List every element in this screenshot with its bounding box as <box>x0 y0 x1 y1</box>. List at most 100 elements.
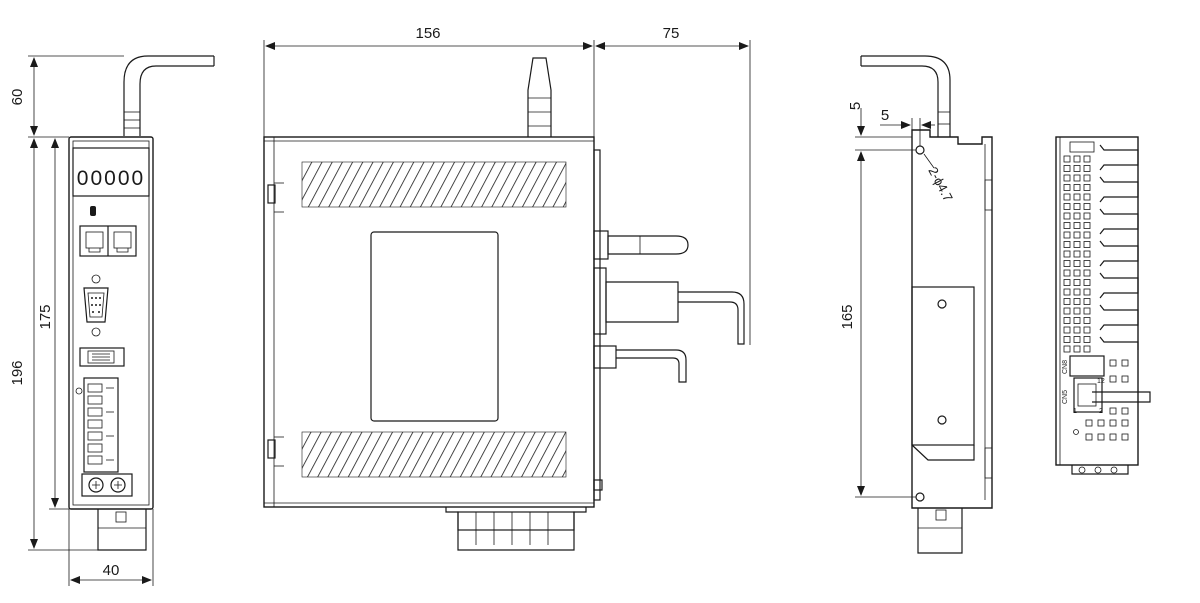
vent-slot <box>1073 250 1081 258</box>
side-label-window <box>370 231 499 422</box>
label-cn8: CN8 <box>1062 360 1069 374</box>
vent-slot <box>1121 419 1129 427</box>
side-vent-top <box>301 161 567 208</box>
vent-slot <box>1109 433 1117 441</box>
rear-vent-grid <box>1063 155 1129 441</box>
vent-slot <box>1063 155 1071 163</box>
dim-label-5-horizontal: 5 <box>881 107 889 124</box>
vent-slot <box>1063 241 1071 248</box>
heat-sink-fins <box>1099 144 1139 350</box>
vent-slot <box>1073 279 1081 286</box>
vent-slot <box>1063 231 1071 239</box>
ground-screws <box>81 473 133 497</box>
vent-slot <box>1063 288 1071 296</box>
vent-slot <box>1073 326 1081 334</box>
vent-slot <box>1063 212 1071 220</box>
vent-slot <box>1121 375 1129 383</box>
front-cable <box>123 55 214 136</box>
vent-slot <box>1073 288 1081 296</box>
vent-slot <box>1063 307 1071 315</box>
back-view: 165 5 5 2-ϕ4.7 <box>839 55 993 554</box>
vent-slot <box>1063 184 1071 191</box>
vent-slot <box>1073 222 1081 229</box>
dim-label-175: 175 <box>37 304 54 329</box>
vent-slot <box>1083 212 1091 220</box>
dim-label-156: 156 <box>415 25 440 42</box>
vent-slot <box>1073 174 1081 182</box>
dim-label-196: 196 <box>9 360 26 385</box>
rear-housing <box>1055 136 1139 466</box>
vent-slot <box>1085 419 1093 427</box>
indicator-led <box>90 206 96 216</box>
vent-slot <box>1063 165 1071 172</box>
rear-view: CN8 CN5 12 2 1 <box>1055 136 1151 475</box>
vent-slot <box>1063 345 1071 353</box>
vent-slot <box>1083 241 1091 248</box>
vent-slot <box>1083 250 1091 258</box>
vent-slot <box>1121 407 1129 415</box>
vent-slot <box>1063 279 1071 286</box>
vent-slot <box>1121 359 1129 367</box>
side-top-cable <box>527 57 552 137</box>
display-digits: 00000 <box>77 167 145 190</box>
vent-slot <box>1063 269 1071 277</box>
rj45-ports <box>79 225 137 257</box>
vent-slot <box>1073 184 1081 191</box>
vent-slot <box>1073 317 1081 324</box>
vent-slot <box>1063 260 1071 267</box>
vent-slot <box>1097 419 1105 427</box>
encoder-connector <box>79 347 125 367</box>
vent-slot <box>1073 155 1081 163</box>
vent-slot <box>1063 174 1071 182</box>
label-pin-1: 1 <box>1073 408 1077 415</box>
vent-slot <box>1109 375 1117 383</box>
vent-slot <box>1063 326 1071 334</box>
dsub-connector <box>83 274 109 337</box>
vent-slot <box>1073 298 1081 305</box>
back-mount-plate <box>911 286 975 446</box>
vent-slot <box>1083 298 1091 305</box>
dim-label-40: 40 <box>103 562 120 579</box>
vent-slot <box>1083 269 1091 277</box>
vent-slot <box>1109 407 1117 415</box>
vent-slot <box>1073 260 1081 267</box>
back-housing <box>911 129 993 509</box>
vent-slot <box>1121 433 1129 441</box>
vent-slot <box>1073 212 1081 220</box>
vent-slot <box>1083 260 1091 267</box>
front-housing <box>68 136 154 510</box>
vent-slot <box>1073 307 1081 315</box>
vent-slot <box>1083 155 1091 163</box>
vent-slot <box>1063 193 1071 201</box>
dim-label-165: 165 <box>839 304 856 329</box>
vent-slot <box>1097 433 1105 441</box>
label-pin-12: 12 <box>1097 378 1105 385</box>
front-bottom-connector <box>97 509 147 551</box>
side-connectors <box>593 230 745 491</box>
vent-slot <box>1063 298 1071 305</box>
vent-slot <box>1083 222 1091 229</box>
label-cn5: CN5 <box>1062 390 1069 404</box>
dim-label-5-vertical: 5 <box>847 102 864 110</box>
vent-slot <box>1073 336 1081 343</box>
vent-slot <box>1063 203 1071 210</box>
side-bottom-connector <box>445 507 587 551</box>
vent-slot <box>1063 317 1071 324</box>
vent-slot <box>1109 419 1117 427</box>
terminal-block <box>75 377 119 473</box>
back-cable <box>861 55 951 137</box>
vent-slot <box>1063 250 1071 258</box>
vent-slot <box>1083 326 1091 334</box>
dim-label-60: 60 <box>9 89 26 106</box>
vent-slot <box>1063 222 1071 229</box>
vent-slot <box>1083 174 1091 182</box>
vent-slot <box>1083 336 1091 343</box>
vent-slot <box>1109 359 1117 367</box>
vent-slot <box>1073 241 1081 248</box>
vent-slot <box>1073 269 1081 277</box>
vent-slot <box>1073 231 1081 239</box>
vent-slot <box>1083 203 1091 210</box>
vent-slot <box>1083 307 1091 315</box>
vent-slot <box>1085 433 1093 441</box>
vent-slot <box>1083 345 1091 353</box>
